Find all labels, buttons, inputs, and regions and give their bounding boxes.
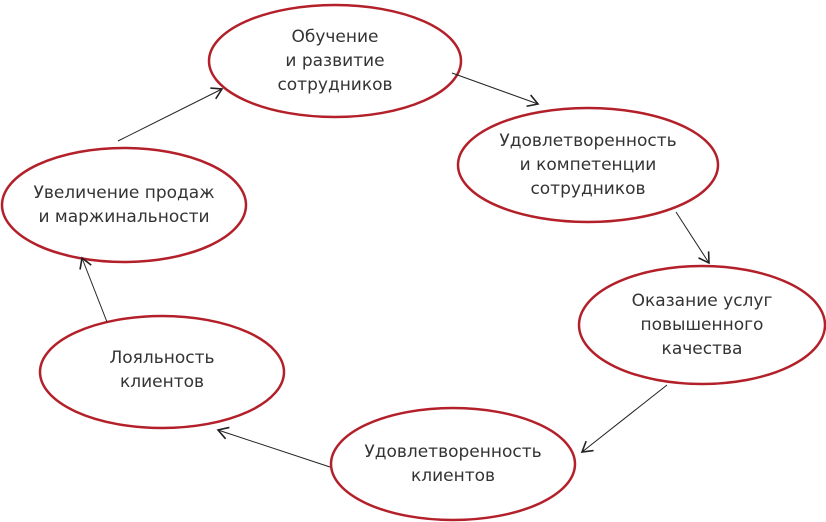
node-customer-satisfaction: Удовлетворенность клиентов	[331, 408, 575, 520]
arrow-2	[675, 211, 710, 265]
node-label: Удовлетворенность и компетенции сотрудни…	[499, 131, 677, 199]
ellipse-sales-growth	[0, 146, 248, 264]
node-label: Лояльность клиентов	[109, 348, 215, 392]
ellipse-customer-satisfaction	[329, 406, 577, 522]
node-label: Обучение и развитие сотрудников	[277, 27, 393, 95]
node-loyalty: Лояльность клиентов	[40, 314, 284, 426]
arrow-4	[216, 426, 331, 468]
ellipse-employee-satisfaction	[456, 106, 720, 224]
node-service-quality: Оказание услуг повышенного качества	[579, 266, 825, 384]
node-label: Оказание услуг повышенного качества	[631, 291, 773, 359]
arrow-3	[580, 384, 668, 453]
node-label: Удовлетворенность клиентов	[364, 442, 542, 486]
node-label: Увеличение продаж и маржинальности	[33, 183, 215, 227]
arrow-5	[79, 256, 108, 323]
node-training: Обучение и развитие сотрудников	[209, 5, 461, 117]
node-sales-growth: Увеличение продаж и маржинальности	[2, 148, 246, 262]
ellipse-training	[207, 3, 463, 119]
arrow-1	[451, 72, 540, 108]
ellipse-service-quality	[577, 264, 826, 386]
ellipse-loyalty	[38, 314, 286, 430]
arrow-6	[117, 87, 224, 142]
node-employee-satisfaction: Удовлетворенность и компетенции сотрудни…	[458, 108, 718, 222]
